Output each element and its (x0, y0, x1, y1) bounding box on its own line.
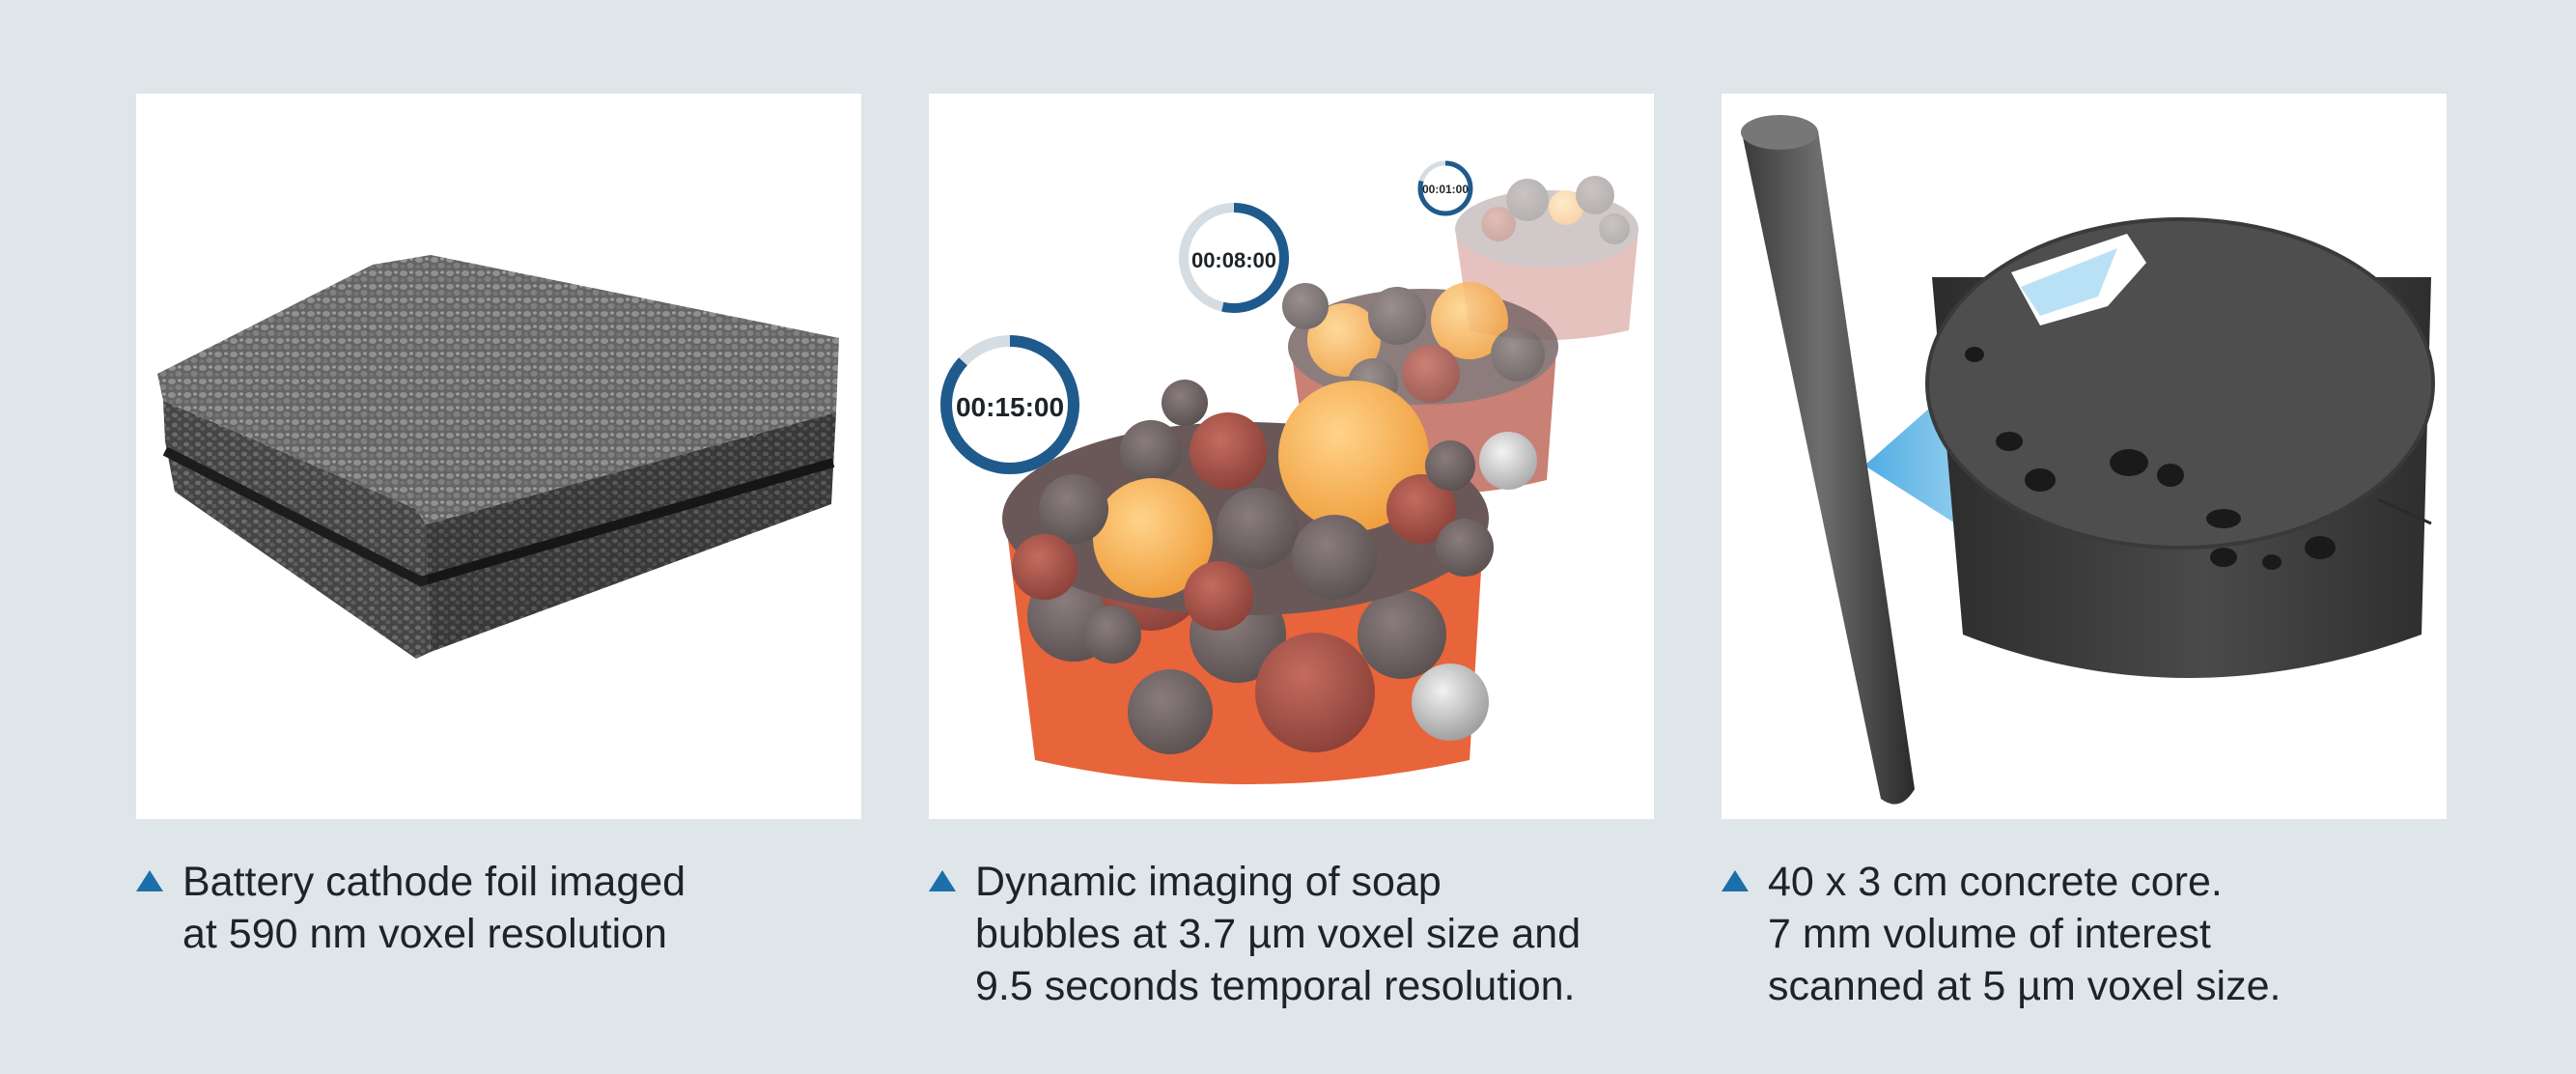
caption-line: at 590 nm voxel resolution (182, 911, 667, 957)
caption-line: 9.5 seconds temporal resolution. (975, 963, 1576, 1009)
caption-line: bubbles at 3.7 µm voxel size and (975, 911, 1582, 957)
caption-battery: Battery cathode foil imaged at 590 nm vo… (136, 856, 861, 960)
soap-bubbles-render: 00:15:00 00:08:00 00:01:00 (940, 159, 1638, 784)
caption-line: scanned at 5 µm voxel size. (1768, 963, 2282, 1009)
timer-1-minute: 00:01:00 (1416, 159, 1474, 217)
timer-8-label: 00:08:00 (1191, 248, 1276, 272)
triangle-bullet-icon (929, 870, 956, 891)
battery-foil-image (136, 94, 861, 819)
triangle-bullet-icon (136, 870, 163, 891)
caption-line: Battery cathode foil imaged (182, 859, 686, 905)
timer-1-label: 00:01:00 (1422, 183, 1469, 196)
concrete-core-render (1741, 115, 2435, 805)
timer-8-minutes: 00:08:00 (1178, 202, 1290, 314)
triangle-bullet-icon (1722, 870, 1749, 891)
soap-bubbles-image: 00:15:00 00:08:00 00:01:00 (929, 94, 1654, 819)
timer-15-label: 00:15:00 (956, 392, 1064, 422)
caption-concrete-core: 40 x 3 cm concrete core. 7 mm volume of … (1722, 856, 2447, 1012)
caption-line: Dynamic imaging of soap (975, 859, 1442, 905)
caption-line: 7 mm volume of interest (1768, 911, 2211, 957)
caption-line: 40 x 3 cm concrete core. (1768, 859, 2223, 905)
timer-15-minutes: 00:15:00 (940, 335, 1079, 474)
concrete-core-image (1722, 94, 2447, 819)
caption-soap-bubbles: Dynamic imaging of soap bubbles at 3.7 µ… (929, 856, 1654, 1012)
battery-foil-render (157, 255, 839, 659)
